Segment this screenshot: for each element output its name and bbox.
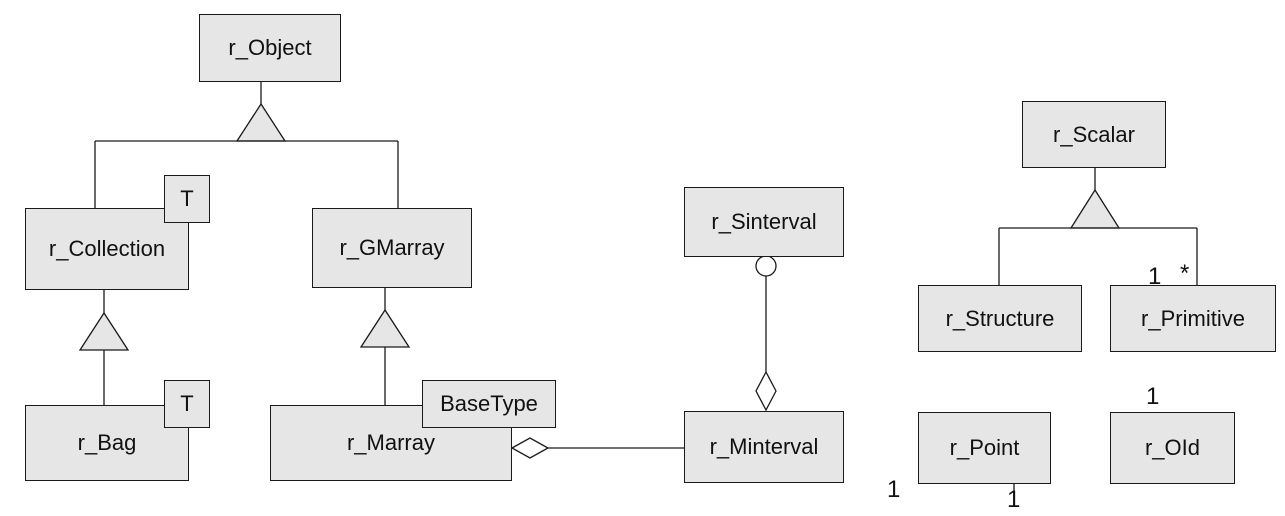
class-r-minterval[interactable]: r_Minterval (684, 411, 844, 483)
multiplicity-scalar-primitive-end: * (1180, 260, 1190, 287)
class-r-point[interactable]: r_Point (918, 412, 1051, 484)
class-r-object[interactable]: r_Object (199, 14, 341, 82)
class-r-primitive[interactable]: r_Primitive (1110, 285, 1276, 352)
class-r-scalar[interactable]: r_Scalar (1022, 101, 1166, 168)
class-r-collection-label: r_Collection (48, 236, 166, 261)
class-r-sinterval-label: r_Sinterval (711, 209, 817, 234)
class-r-bag[interactable]: r_Bag (25, 405, 189, 481)
marray-template-param: BaseType (422, 380, 556, 428)
class-r-structure-label: r_Structure (945, 305, 1055, 331)
class-r-bag-label: r_Bag (77, 430, 137, 455)
class-r-scalar-label: r_Scalar (1053, 121, 1135, 147)
marray-aggregation-diamond (510, 437, 550, 459)
class-r-point-label: r_Point (949, 435, 1020, 460)
minterval-aggregation-diamond (755, 370, 777, 412)
multiplicity-oid-top: 1 (1146, 383, 1160, 410)
class-r-structure[interactable]: r_Structure (918, 285, 1082, 352)
class-r-marray[interactable]: r_Marray (270, 405, 512, 481)
scalar-generalization-triangle (1069, 188, 1121, 229)
collection-template-param-label: T (180, 186, 194, 211)
gmarray-generalization-triangle (359, 308, 411, 348)
multiplicity-scalar-structure-end: 1 (1148, 263, 1162, 290)
class-r-gmarray[interactable]: r_GMarray (312, 208, 472, 288)
object-generalization-triangle (235, 102, 287, 142)
class-r-sinterval[interactable]: r_Sinterval (684, 187, 844, 257)
class-r-collection[interactable]: r_Collection (25, 208, 189, 290)
class-r-object-label: r_Object (228, 35, 312, 60)
class-r-oid-label: r_OId (1144, 435, 1201, 460)
multiplicity-point-left: 1 (887, 476, 901, 503)
collection-generalization-triangle (78, 311, 130, 351)
class-r-marray-label: r_Marray (346, 430, 435, 455)
sinterval-association-circle (755, 255, 777, 277)
collection-template-param: T (164, 175, 210, 223)
class-r-primitive-label: r_Primitive (1141, 305, 1245, 331)
bag-template-param-label: T (180, 391, 194, 416)
bag-template-param: T (164, 380, 210, 428)
marray-template-param-label: BaseType (440, 391, 538, 416)
class-r-minterval-label: r_Minterval (709, 434, 819, 459)
multiplicity-point-bottom: 1 (1007, 486, 1021, 513)
class-r-oid[interactable]: r_OId (1110, 412, 1235, 484)
class-r-gmarray-label: r_GMarray (339, 235, 445, 260)
